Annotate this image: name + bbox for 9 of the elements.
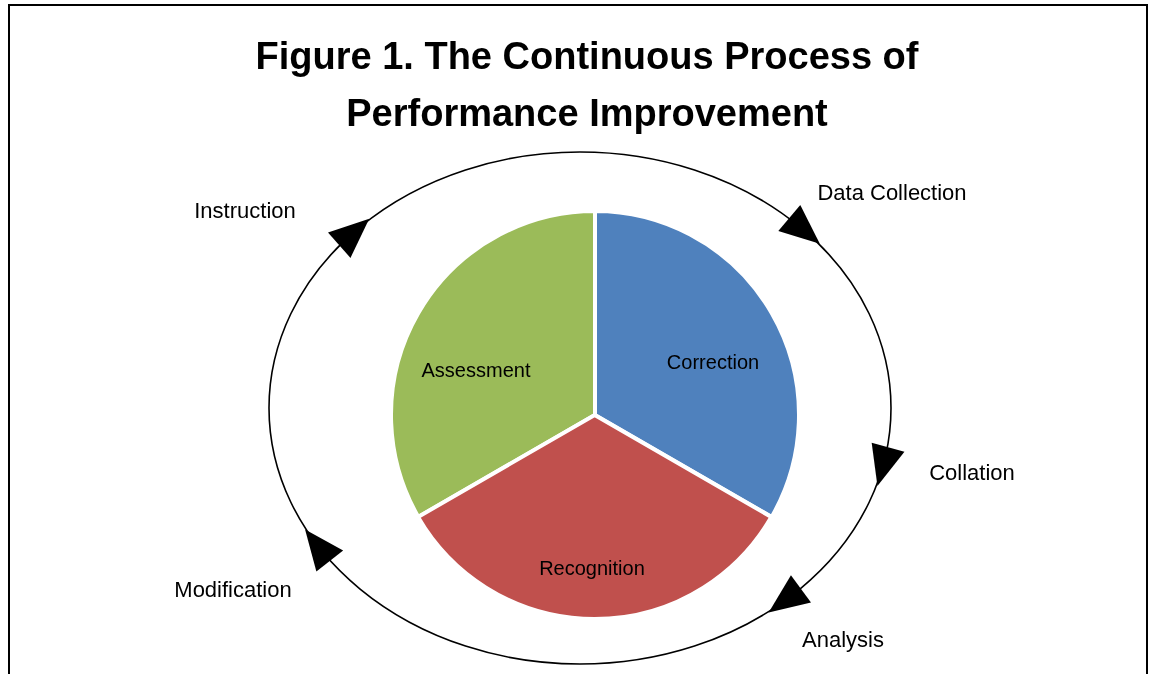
stage-label: Modification <box>174 577 292 603</box>
stage-label: Collation <box>929 460 1015 486</box>
title: Figure 1. The Continuous Process of Performance Improvement <box>254 34 920 136</box>
stage-label: Analysis <box>802 627 884 653</box>
segment-label: Recognition <box>539 556 645 580</box>
segment-label: Assessment <box>421 358 531 382</box>
segment-label: Correction <box>666 350 760 374</box>
stage-label: Instruction <box>194 198 296 224</box>
stage-label: Data Collection <box>817 180 967 206</box>
